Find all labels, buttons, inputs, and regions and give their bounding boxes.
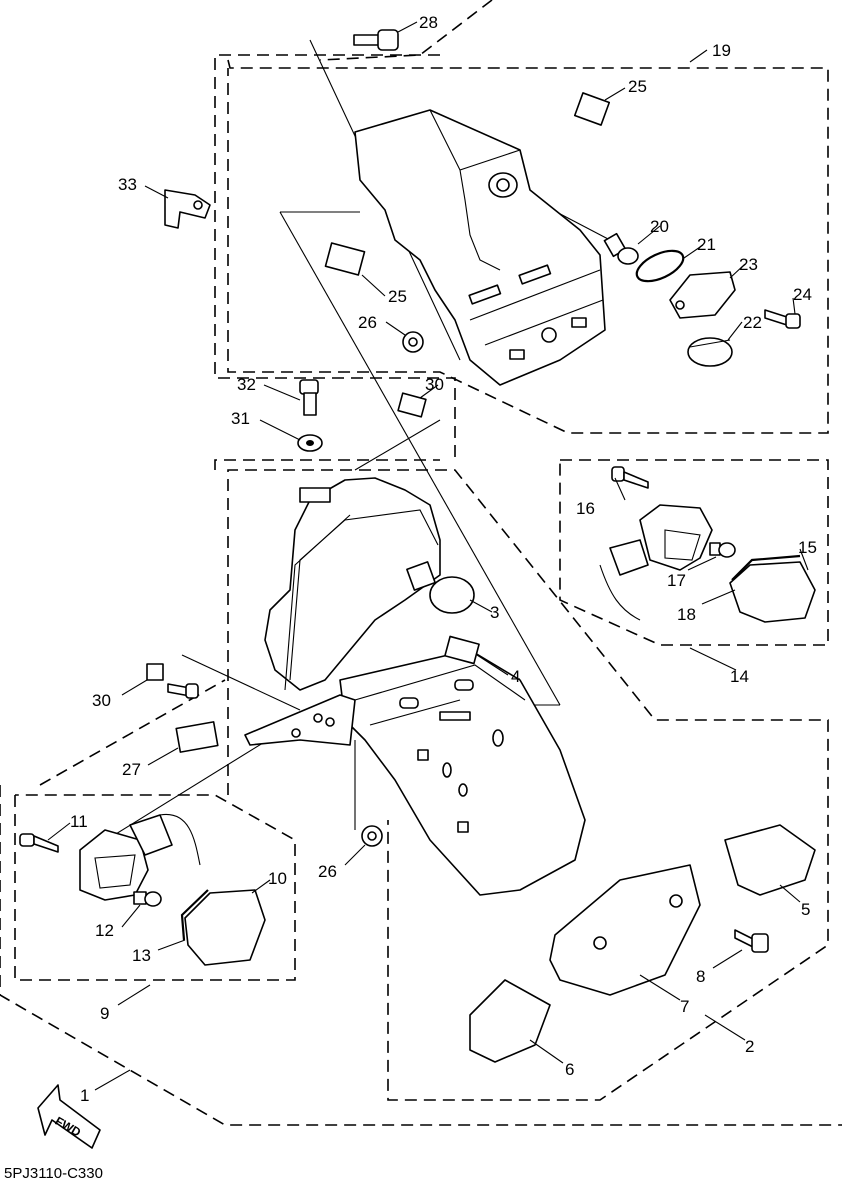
callout-31: 32 bbox=[237, 375, 256, 394]
callout-21: 21 bbox=[697, 235, 716, 254]
part-25-lower-pad bbox=[324, 242, 366, 276]
callout-28: 27 bbox=[122, 760, 141, 779]
rear-fender-bracket bbox=[354, 109, 606, 386]
group-14-boundary bbox=[559, 459, 829, 646]
part-31-bolt bbox=[299, 379, 319, 416]
group-9-boundary bbox=[14, 794, 296, 981]
callout-9: 9 bbox=[100, 1004, 109, 1023]
callout-32: 31 bbox=[231, 409, 250, 428]
callout-8: 8 bbox=[696, 967, 705, 986]
callout-5: 5 bbox=[801, 900, 810, 919]
group-1-boundary bbox=[319, 0, 493, 61]
callout-25-lower: 25 bbox=[388, 287, 407, 306]
part-4-pad bbox=[444, 635, 480, 665]
part-28-pad bbox=[175, 721, 219, 753]
callout-11: 11 bbox=[70, 812, 88, 831]
callout-27: 26 bbox=[318, 862, 337, 881]
callout-13: 13 bbox=[132, 946, 151, 965]
license-bracket bbox=[244, 694, 356, 746]
part-30-lower-screw bbox=[167, 683, 199, 699]
fwd-arrow: FWD bbox=[37, 1084, 101, 1149]
callout-15: 15 bbox=[798, 538, 817, 557]
callout-26: 26 bbox=[358, 313, 377, 332]
callout-22: 22 bbox=[743, 313, 762, 332]
part-9-left-flasher-body bbox=[79, 829, 149, 901]
callout-18: 18 bbox=[677, 605, 696, 624]
part-8-screw bbox=[734, 929, 769, 953]
part-3-bulb bbox=[406, 561, 475, 614]
callout-4: 4 bbox=[511, 667, 520, 686]
part-14-right-flasher-body bbox=[639, 504, 713, 571]
part-30-upper-nut bbox=[397, 392, 427, 418]
lower-rear-fender bbox=[339, 649, 586, 896]
part-30-lower-nut bbox=[146, 663, 164, 681]
part-21-gasket bbox=[635, 249, 685, 283]
callout-33: 33 bbox=[118, 175, 137, 194]
callout-20: 20 bbox=[650, 217, 669, 236]
part-22-lens bbox=[687, 337, 733, 367]
part-25-top-pad bbox=[573, 92, 611, 126]
callout-7: 7 bbox=[680, 997, 689, 1016]
diagram-code: 5PJ3110-C330 bbox=[4, 1165, 103, 1182]
taillight-assembly bbox=[264, 477, 441, 691]
group-19-boundary bbox=[227, 59, 829, 434]
part-7-plate-holder bbox=[549, 864, 701, 996]
callout-12: 12 bbox=[95, 921, 114, 940]
callout-6: 6 bbox=[565, 1060, 574, 1079]
callout-23: 23 bbox=[739, 255, 758, 274]
callout-29: 28 bbox=[419, 13, 438, 32]
callout-24: 24 bbox=[793, 285, 812, 304]
callout-25-top: 25 bbox=[628, 77, 647, 96]
callout-1: 1 bbox=[80, 1086, 89, 1105]
part-16-screw bbox=[611, 466, 649, 489]
part-33-clip bbox=[164, 189, 211, 229]
callout-19: 19 bbox=[712, 41, 731, 60]
part-11-screw bbox=[19, 833, 59, 853]
callout-2: 2 bbox=[745, 1037, 754, 1056]
part-13-gasket bbox=[180, 889, 209, 941]
callout-14: 14 bbox=[730, 667, 749, 686]
part-6-reflector bbox=[469, 979, 551, 1063]
callout-3: 3 bbox=[490, 603, 499, 622]
part-12-bulb bbox=[133, 891, 162, 907]
part-17-bulb bbox=[709, 542, 736, 558]
group-1-main-boundary bbox=[214, 459, 440, 470]
callout-16: 16 bbox=[576, 499, 595, 518]
callout-17: 17 bbox=[667, 571, 686, 590]
callout-30-lower: 30 bbox=[92, 691, 111, 710]
callout-30-upper: 30 bbox=[425, 375, 444, 394]
part-18-gasket bbox=[731, 554, 801, 581]
part-24-screw bbox=[764, 309, 801, 329]
part-23-license-light-housing bbox=[669, 271, 736, 319]
part-20-bulb bbox=[603, 232, 639, 265]
part-29-bolt bbox=[353, 29, 399, 51]
part-15-right-flasher-lens bbox=[729, 561, 816, 623]
callout-10: 10 bbox=[268, 869, 287, 888]
part-5-reflector bbox=[724, 824, 816, 896]
group-2-boundary bbox=[227, 469, 829, 1101]
part-10-left-flasher-lens bbox=[184, 889, 266, 966]
